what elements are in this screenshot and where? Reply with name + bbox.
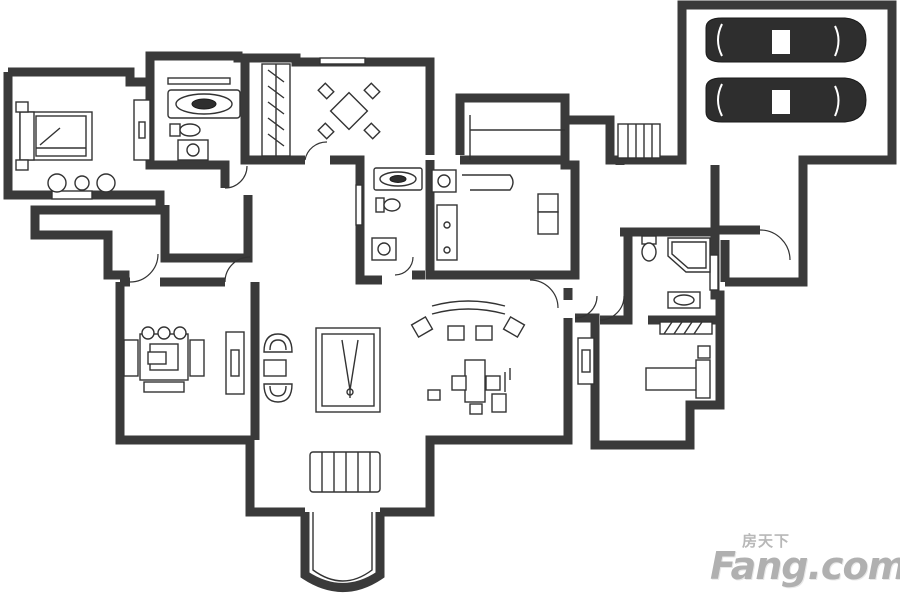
windows (51, 57, 719, 291)
toilet-icon (169, 123, 201, 137)
toilet-icon (641, 235, 657, 262)
partition (469, 115, 565, 160)
sink-icon (371, 237, 397, 261)
bed-icon (15, 101, 93, 171)
bar-seating (410, 300, 526, 341)
entrance-steps (309, 451, 381, 493)
doors (129, 141, 791, 321)
watermark-logo: 房天下 Fang.com (706, 530, 900, 596)
pool-table-icon (315, 327, 381, 413)
lounge-chair-icon (427, 359, 511, 415)
bathtub-icon (373, 167, 423, 191)
tv-cabinet-icon (225, 331, 245, 395)
car-icon (705, 17, 867, 63)
walls (3, 0, 897, 592)
bathtub-icon (167, 89, 241, 119)
sofa-set-icon (123, 326, 205, 393)
kitchen-counter (436, 174, 559, 261)
dining-table-icon (317, 82, 381, 140)
watermark-chinese-text: 房天下 (742, 532, 791, 550)
bed-icon (645, 345, 711, 399)
car-icon (705, 77, 867, 123)
sink-icon (667, 291, 701, 309)
tv-cabinet-icon (133, 99, 151, 161)
tv-cabinet-icon (577, 337, 595, 385)
armchair-icon (263, 333, 293, 403)
staircase-icon (617, 123, 661, 159)
wardrobe (659, 321, 713, 335)
watermark-english-text: Fang.com (710, 544, 900, 588)
sink-icon (177, 139, 209, 161)
toilet-icon (375, 197, 401, 213)
shower-icon (667, 237, 711, 273)
closet (261, 63, 291, 157)
washer-icon (431, 169, 457, 193)
armchair-icon (47, 173, 116, 193)
